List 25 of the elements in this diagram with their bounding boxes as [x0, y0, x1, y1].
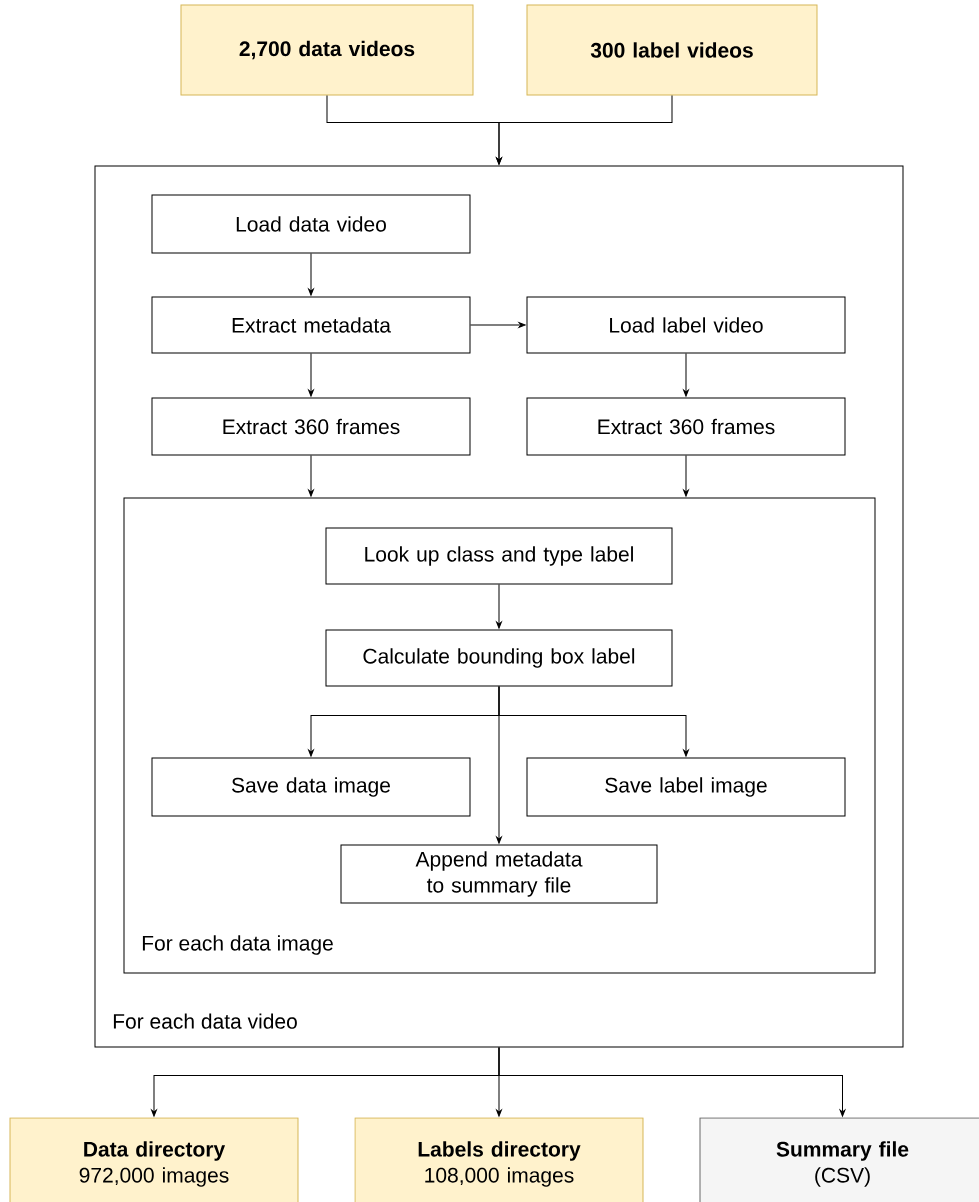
process-box: Extract metadata [151, 296, 471, 354]
process-box: Calculate bounding box label [325, 629, 673, 687]
arrow [683, 353, 689, 397]
output-box: Labels directory 108,000 images [354, 1117, 644, 1202]
process-box: Save label image [526, 757, 846, 817]
arrow [308, 253, 314, 296]
process-box: Save data image [151, 757, 471, 817]
arrow [496, 95, 673, 165]
arrow [308, 455, 314, 497]
process-box: Load data video [151, 194, 471, 254]
process-box: Extract 360 frames [151, 397, 471, 456]
arrow [470, 322, 526, 328]
arrow [308, 353, 314, 397]
arrow [496, 584, 502, 629]
arrow [496, 686, 502, 844]
process-box: Extract 360 frames [526, 397, 846, 456]
arrow [683, 455, 689, 497]
input-box: 300 label videos [526, 4, 818, 96]
output-box: Summary file (CSV) [699, 1117, 979, 1202]
input-box: 2,700 data videos [180, 4, 474, 96]
process-box: Look up class and type label [325, 527, 673, 585]
process-box: Load label video [526, 296, 846, 354]
process-box: Append metadata to summary file [340, 844, 658, 904]
arrow [498, 1047, 846, 1117]
output-box: Data directory 972,000 images [9, 1117, 299, 1202]
